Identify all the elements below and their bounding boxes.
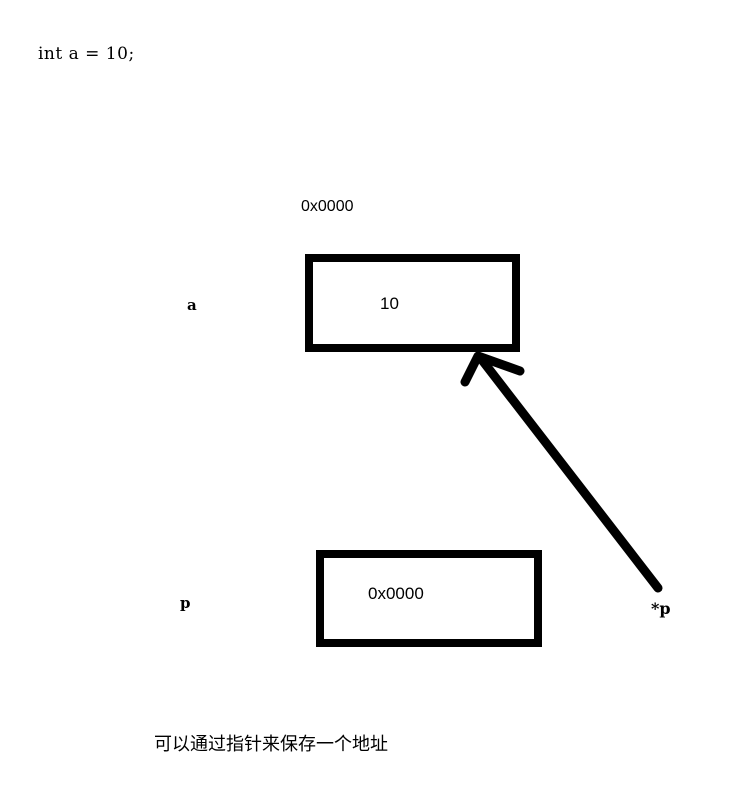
code-declaration: int a = 10; (38, 44, 135, 64)
pointer-label: *p (651, 599, 671, 618)
memory-box-p: 0x0000 (316, 550, 542, 647)
memory-box-a-value: 10 (380, 294, 399, 313)
pointer-arrow-head (460, 351, 525, 387)
variable-label-p: p (180, 594, 191, 612)
address-label-a: 0x0000 (301, 198, 354, 215)
variable-label-a: a (187, 296, 197, 314)
memory-box-p-value: 0x0000 (368, 584, 424, 603)
caption: 可以通过指针来保存一个地址 (154, 734, 388, 755)
memory-box-a: 10 (305, 254, 520, 352)
